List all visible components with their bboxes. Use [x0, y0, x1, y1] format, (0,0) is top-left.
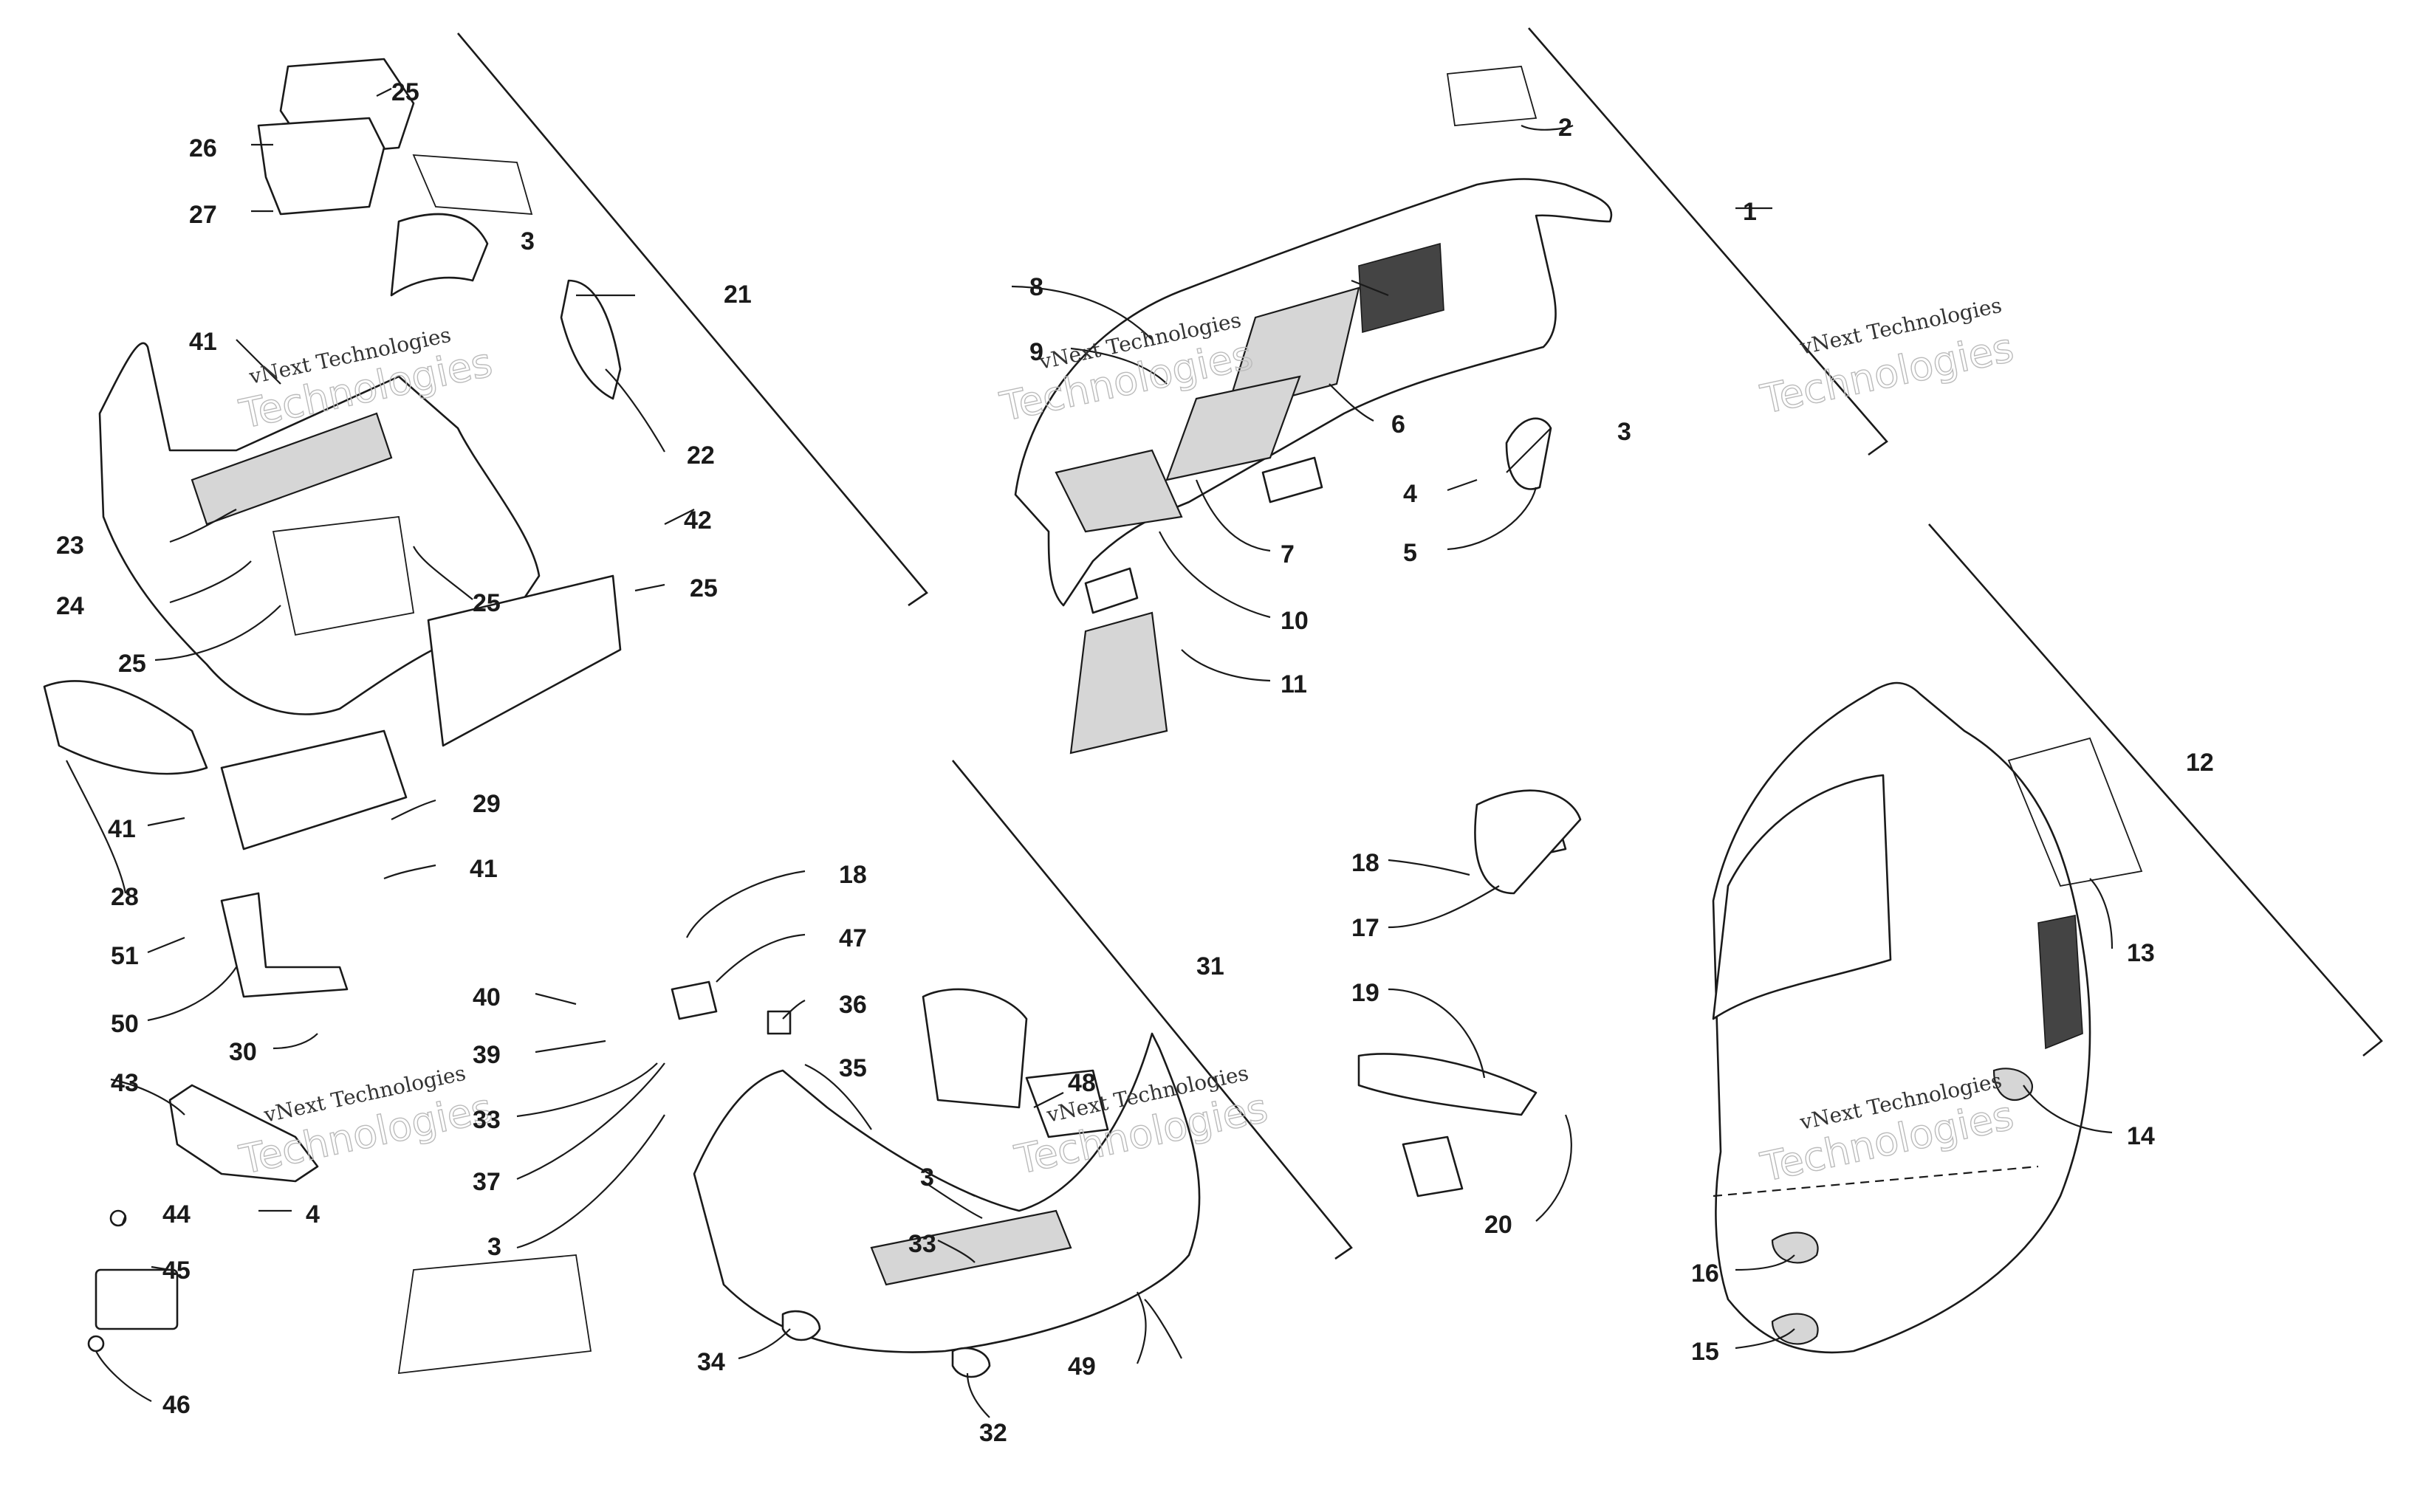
callout-43: 43	[111, 1069, 139, 1097]
callout-3: 3	[1617, 418, 1631, 446]
callout-25: 25	[473, 589, 501, 617]
callout-3: 3	[487, 1233, 501, 1261]
callout-41: 41	[189, 328, 217, 356]
callout-40: 40	[473, 983, 501, 1011]
callout-26: 26	[189, 134, 217, 162]
callout-19: 19	[1351, 979, 1379, 1007]
callout-23: 23	[56, 532, 84, 560]
callout-28: 28	[111, 883, 139, 911]
upper-shroud-part	[1014, 66, 1613, 755]
callout-29: 29	[473, 790, 501, 818]
callout-49: 49	[1068, 1353, 1096, 1381]
lower-left-small-parts	[87, 1084, 319, 1353]
callout-32: 32	[979, 1419, 1007, 1447]
callout-51: 51	[111, 942, 139, 970]
callout-24: 24	[56, 592, 84, 620]
belly-pan-part	[397, 980, 1201, 1378]
callout-10: 10	[1281, 607, 1309, 635]
callout-6: 6	[1391, 410, 1405, 439]
callout-8: 8	[1029, 273, 1043, 301]
callout-20: 20	[1484, 1211, 1512, 1239]
callout-12: 12	[2186, 749, 2214, 777]
callout-34: 34	[697, 1348, 725, 1376]
group-bracket-lines	[457, 27, 2383, 1260]
callout-33: 33	[473, 1106, 501, 1134]
callout-48: 48	[1068, 1069, 1096, 1097]
callout-25: 25	[118, 650, 146, 678]
callout-25: 25	[391, 78, 419, 106]
callout-1: 1	[1743, 198, 1757, 226]
nose-pan-part	[43, 58, 622, 998]
callout-41: 41	[470, 855, 498, 883]
callout-15: 15	[1691, 1338, 1719, 1366]
callout-41: 41	[108, 815, 136, 843]
callout-45: 45	[162, 1257, 191, 1285]
callout-11: 11	[1281, 670, 1307, 698]
callout-18: 18	[1351, 849, 1379, 877]
callout-3: 3	[521, 227, 535, 255]
callout-18: 18	[839, 861, 867, 889]
callout-27: 27	[189, 201, 217, 229]
leader-lines	[66, 88, 2114, 1418]
callout-14: 14	[2127, 1122, 2155, 1150]
callout-42: 42	[684, 506, 712, 535]
callout-37: 37	[473, 1168, 501, 1196]
callout-9: 9	[1029, 338, 1043, 366]
callout-4: 4	[1403, 480, 1417, 508]
callout-2: 2	[1558, 114, 1572, 142]
callout-31: 31	[1196, 952, 1224, 980]
hood-part	[1357, 681, 2143, 1354]
callout-17: 17	[1351, 914, 1379, 942]
callout-25: 25	[690, 574, 718, 602]
callout-21: 21	[724, 281, 752, 309]
callout-5: 5	[1403, 539, 1417, 567]
callout-30: 30	[229, 1038, 257, 1066]
callout-3: 3	[920, 1164, 934, 1192]
callout-44: 44	[162, 1200, 191, 1228]
callout-47: 47	[839, 924, 867, 952]
callout-labels: 1 2 3 3 3 3 4 4 5 6 7 8 9 10 11 12 13 14…	[56, 78, 2214, 1447]
callout-46: 46	[162, 1391, 191, 1419]
callout-16: 16	[1691, 1260, 1719, 1288]
callout-22: 22	[687, 441, 715, 470]
callout-13: 13	[2127, 939, 2155, 967]
callout-7: 7	[1281, 540, 1295, 568]
callout-35: 35	[839, 1054, 867, 1082]
callout-36: 36	[839, 991, 867, 1019]
callout-33: 33	[908, 1230, 936, 1258]
callout-4: 4	[306, 1200, 320, 1228]
callout-39: 39	[473, 1041, 501, 1069]
callout-50: 50	[111, 1010, 139, 1038]
